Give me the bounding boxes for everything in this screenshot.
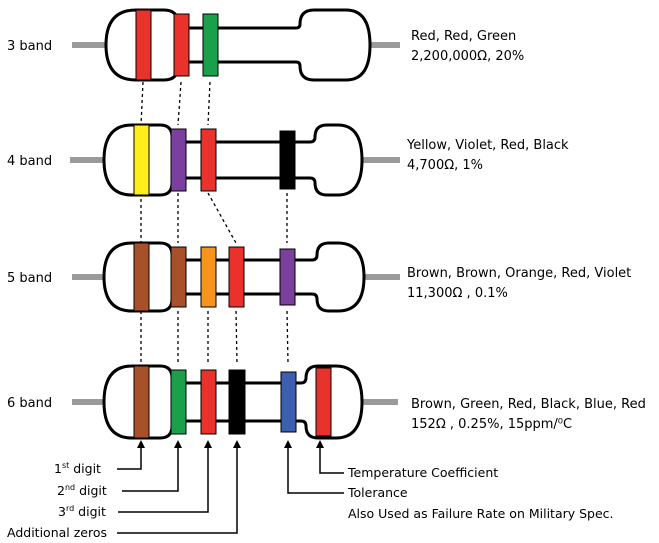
band-2 xyxy=(170,246,187,308)
band-1 xyxy=(135,9,152,81)
alignment-lines xyxy=(140,81,289,364)
arrow-tolerance xyxy=(284,440,344,494)
colors-description: Brown, Brown, Orange, Red, Violet xyxy=(407,266,631,281)
band-3 xyxy=(200,246,217,308)
resistor-4-band xyxy=(70,123,400,197)
row-label: 6 band xyxy=(7,396,52,411)
legend-tolerance: Tolerance xyxy=(347,485,408,500)
arrow-3rd-digit xyxy=(118,440,212,513)
row-label: 3 band xyxy=(7,39,52,54)
band-2 xyxy=(173,13,190,77)
legend-temperature-coefficient: Temperature Coefficient xyxy=(347,465,498,480)
legend-2nd-digit: 2nd digit xyxy=(57,483,107,498)
band-5 xyxy=(279,248,296,306)
row-label: 5 band xyxy=(7,271,52,286)
resistor-5-band xyxy=(72,241,400,313)
colors-description: Brown, Green, Red, Black, Blue, Red xyxy=(411,397,646,412)
guide-line xyxy=(286,310,289,364)
resistor-3-band xyxy=(72,8,400,82)
band-3 xyxy=(200,369,217,435)
band-2 xyxy=(170,369,187,435)
legend-additional-zeros: Additional zeros xyxy=(7,525,107,540)
legend-connectors xyxy=(117,440,344,534)
band-4 xyxy=(228,369,246,435)
band-1 xyxy=(133,365,150,439)
band-3 xyxy=(202,13,219,77)
band-3 xyxy=(200,128,217,192)
colors-description: Red, Red, Green xyxy=(411,29,516,44)
legend-3rd-digit: 3rd digit xyxy=(58,504,106,519)
colors-description: Yellow, Violet, Red, Black xyxy=(406,138,569,153)
band-6 xyxy=(315,367,332,437)
guide-line xyxy=(207,192,237,244)
value-description: 4,700Ω, 1% xyxy=(407,158,483,173)
guide-line xyxy=(177,81,182,126)
value-description: 2,200,000Ω, 20% xyxy=(411,49,524,64)
band-5 xyxy=(280,371,297,433)
arrow-temperature-coefficient xyxy=(316,440,344,474)
row-label: 4 band xyxy=(7,154,52,169)
arrow-additional-zeros xyxy=(117,440,241,534)
band-4 xyxy=(279,130,296,190)
band-4 xyxy=(228,246,245,308)
band-1 xyxy=(133,124,150,196)
guide-line xyxy=(207,81,211,126)
arrow-1st-digit xyxy=(117,440,145,470)
band-2 xyxy=(170,128,187,192)
resistor-6-band xyxy=(72,364,398,440)
guide-line xyxy=(235,310,238,364)
guide-line xyxy=(140,81,144,126)
legend-tolerance-note: Also Used as Failure Rate on Military Sp… xyxy=(348,506,614,521)
value-description: 11,300Ω , 0.1% xyxy=(407,286,508,301)
value-description: 152Ω , 0.25%, 15ppm/⁰C xyxy=(411,417,572,432)
arrow-2nd-digit xyxy=(122,440,182,492)
band-1 xyxy=(133,242,150,312)
legend-1st-digit: 1st digit xyxy=(54,461,101,476)
